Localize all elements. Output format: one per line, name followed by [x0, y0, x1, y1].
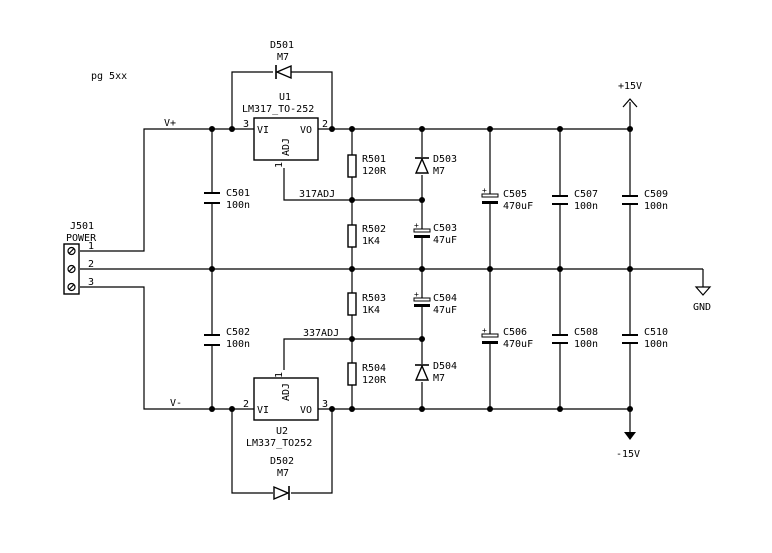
capacitor-c509: C509 100n [622, 189, 668, 212]
minus15-label: -15V [616, 449, 640, 460]
capacitor-c502: C502 100n [204, 327, 250, 350]
capacitor-c504: + C504 47uF [413, 290, 457, 316]
wires [80, 71, 704, 494]
gnd-label: GND [693, 302, 711, 313]
c509-value: 100n [644, 201, 668, 212]
capacitor-c501: C501 100n [204, 188, 250, 211]
j501-value: POWER [66, 233, 97, 244]
diode-d503: D503 M7 [414, 154, 457, 177]
u1-pin-out-num: 2 [322, 119, 328, 130]
d503-value: M7 [433, 166, 445, 177]
c501-ref: C501 [226, 188, 250, 199]
d503-ref: D503 [433, 154, 457, 165]
regulator-u1: U1 LM317_TO-252 VI VO ADJ 3 2 1 [242, 92, 328, 168]
c505-plus-mark: + [482, 186, 487, 195]
c508-ref: C508 [574, 327, 598, 338]
resistor-r501: R501 120R [347, 154, 387, 178]
resistor-r502: R502 1K4 [347, 224, 386, 248]
u1-pin-vo: VO [300, 125, 312, 136]
ground-symbol: GND [693, 286, 712, 313]
connector-j501: J501 POWER 1 2 3 [63, 221, 97, 295]
plus15-label: +15V [618, 81, 642, 92]
r503-value: 1K4 [362, 305, 380, 316]
r501-value: 120R [362, 166, 387, 177]
c503-ref: C503 [433, 223, 457, 234]
net-label-337adj: 337ADJ [303, 328, 339, 339]
u1-pin-adj: ADJ [281, 138, 292, 156]
u2-pin-adj: ADJ [281, 383, 292, 401]
net-label-317adj: 317ADJ [299, 189, 335, 200]
c507-value: 100n [574, 201, 598, 212]
c505-value: 470uF [503, 201, 533, 212]
u1-pin-adj-num: 1 [274, 162, 285, 168]
r504-ref: R504 [362, 363, 386, 374]
junctions [209, 126, 633, 412]
u2-pin-vo: VO [300, 405, 312, 416]
r504-value: 120R [362, 375, 387, 386]
u1-ref: U1 [279, 92, 291, 103]
j501-pin-2: 2 [88, 259, 94, 270]
c503-plus-mark: + [414, 221, 419, 230]
r502-value: 1K4 [362, 236, 380, 247]
c502-value: 100n [226, 339, 250, 350]
capacitor-c506: + C506 470uF [481, 326, 533, 350]
d504-ref: D504 [433, 361, 457, 372]
capacitor-c507: C507 100n [552, 189, 598, 212]
power-symbol-minus15: -15V [616, 432, 640, 460]
net-label-vminus: V- [170, 398, 182, 409]
u1-pin-in-num: 3 [243, 119, 249, 130]
regulator-u2: U2 LM337_TO252 VI VO ADJ 2 3 1 [243, 372, 328, 449]
c504-ref: C504 [433, 293, 457, 304]
j501-ref: J501 [70, 221, 94, 232]
diode-d502: D502 M7 [270, 456, 294, 501]
diode-d501: D501 M7 [270, 40, 294, 80]
c503-value: 47uF [433, 235, 457, 246]
r503-ref: R503 [362, 293, 386, 304]
u2-pin-in-num: 2 [243, 399, 249, 410]
u1-pin-vi: VI [257, 125, 269, 136]
u2-pin-out-num: 3 [322, 399, 328, 410]
capacitor-c505: + C505 470uF [481, 186, 533, 212]
d504-value: M7 [433, 373, 445, 384]
c509-ref: C509 [644, 189, 668, 200]
r501-ref: R501 [362, 154, 386, 165]
c508-value: 100n [574, 339, 598, 350]
c507-ref: C507 [574, 189, 598, 200]
capacitor-c508: C508 100n [552, 327, 598, 350]
u2-pin-adj-num: 1 [274, 372, 285, 378]
c506-value: 470uF [503, 339, 533, 350]
r502-ref: R502 [362, 224, 386, 235]
c502-ref: C502 [226, 327, 250, 338]
c504-plus-mark: + [414, 290, 419, 299]
j501-pin-3: 3 [88, 277, 94, 288]
capacitor-c510: C510 100n [622, 327, 668, 350]
c505-ref: C505 [503, 189, 527, 200]
power-symbol-plus15: +15V [618, 81, 642, 108]
u2-ref: U2 [276, 426, 288, 437]
u1-value: LM317_TO-252 [242, 104, 314, 115]
resistor-r503: R503 1K4 [347, 292, 386, 316]
capacitor-c503: + C503 47uF [413, 221, 457, 246]
diode-d504: D504 M7 [414, 361, 457, 384]
c510-value: 100n [644, 339, 668, 350]
d502-value: M7 [277, 468, 289, 479]
j501-pin-1: 1 [88, 241, 94, 252]
c504-value: 47uF [433, 305, 457, 316]
u2-pin-vi: VI [257, 405, 269, 416]
c506-plus-mark: + [482, 326, 487, 335]
u2-value: LM337_TO252 [246, 438, 312, 449]
c501-value: 100n [226, 200, 250, 211]
d502-ref: D502 [270, 456, 294, 467]
d501-ref: D501 [270, 40, 294, 51]
page-note: pg 5xx [91, 71, 127, 82]
c506-ref: C506 [503, 327, 527, 338]
c510-ref: C510 [644, 327, 668, 338]
resistor-r504: R504 120R [347, 362, 387, 386]
net-label-vplus: V+ [164, 118, 176, 129]
d501-value: M7 [277, 52, 289, 63]
